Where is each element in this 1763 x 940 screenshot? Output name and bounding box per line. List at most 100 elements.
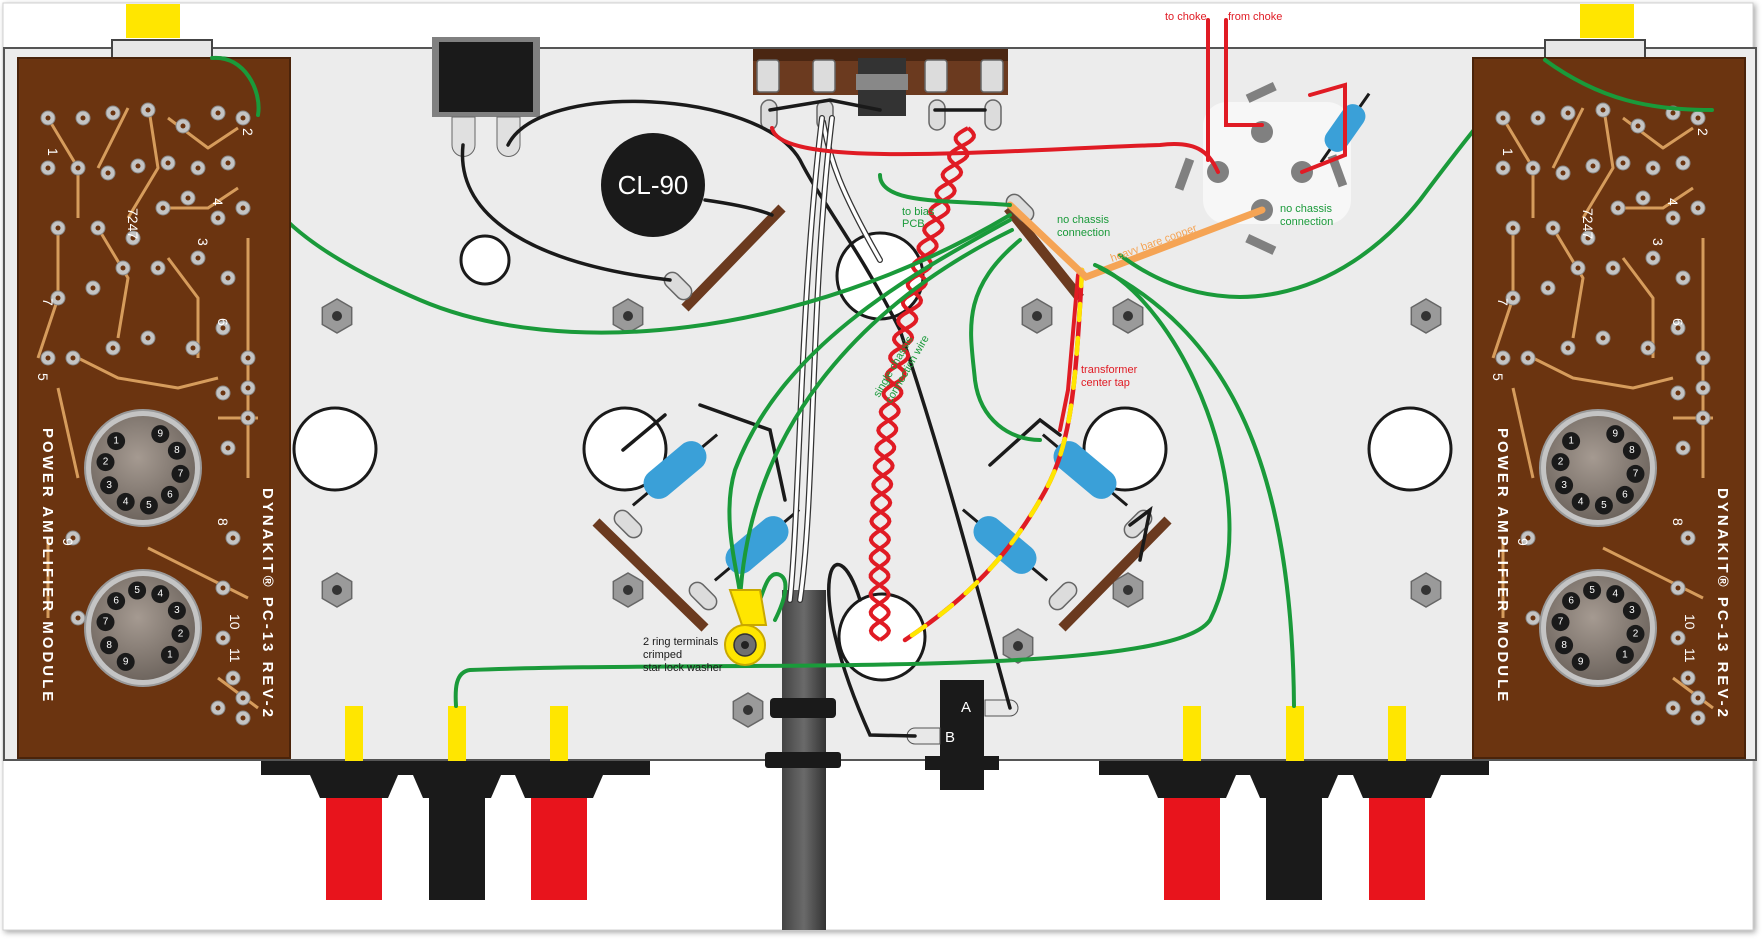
socket-pin (1551, 453, 1570, 472)
pcb-pad-hole (1675, 635, 1681, 641)
pcb-pad-hole (1680, 160, 1686, 166)
cl90-thermistor: CL-90 (601, 133, 705, 237)
red-wire (770, 126, 1220, 174)
yellow-lug (345, 706, 363, 761)
pcb-pad-hole (1535, 115, 1541, 121)
socket-pin-number: 4 (158, 589, 164, 600)
choke-terminal-tab (1327, 154, 1348, 188)
pcb-pad-hole (220, 585, 226, 591)
pcb-pad-hole (1585, 235, 1591, 241)
resistor-body (725, 516, 789, 574)
pcb-pad-hole (1600, 107, 1606, 113)
pcb-pad-hole (1700, 415, 1706, 421)
socket-pin (171, 624, 190, 643)
terminal-lug (928, 99, 946, 131)
pcb-pad-hole (90, 285, 96, 291)
socket-pin-number: 7 (1633, 468, 1639, 479)
pcb-pad-hole (1525, 355, 1531, 361)
binding-post-base (515, 775, 603, 798)
tube-number: 7247 (1580, 208, 1596, 239)
socket-pin (171, 464, 190, 483)
pcb-pad-hole (135, 163, 141, 169)
pcb-pin-label: 4 (210, 198, 226, 206)
mounting-strip (1058, 516, 1172, 632)
socket-pin (151, 425, 170, 444)
pcb-pad-hole (1545, 285, 1551, 291)
terminal-lug (984, 99, 1002, 131)
pcb-pad-hole (1600, 335, 1606, 341)
socket-pin (1551, 613, 1570, 632)
pcb-pad-hole (240, 715, 246, 721)
pcb-pad-hole (45, 165, 51, 171)
socket-pin-number: 2 (103, 457, 109, 468)
pcb-pad-hole (1610, 265, 1616, 271)
socket-pin (1571, 652, 1590, 671)
hex-nut-hole (332, 311, 342, 321)
socket-pin (1583, 581, 1602, 600)
pcb-pad-hole (230, 675, 236, 681)
yellow-lug (1388, 706, 1406, 761)
ring-terminal (728, 589, 768, 626)
binding-post-base (310, 775, 398, 798)
pcb-pin-label: 1 (1500, 148, 1516, 156)
binding-post-black (429, 798, 485, 900)
socket-pin-number: 7 (103, 617, 109, 628)
pcb-pad-hole (245, 385, 251, 391)
socket-pin-number: 5 (146, 500, 152, 511)
socket-pin (1606, 585, 1625, 604)
socket-pin-number: 4 (1578, 496, 1584, 507)
black-wires (460, 98, 1153, 738)
black-wire (988, 417, 1062, 467)
green-wire (969, 238, 1042, 442)
pcb-pin-label: 6 (215, 318, 231, 326)
black-wire (703, 198, 774, 217)
socket-pin-number: 3 (1629, 605, 1635, 616)
pcb-pad-hole (240, 695, 246, 701)
pcb-trace (147, 546, 249, 600)
rca-jack-barrel (126, 4, 180, 38)
pcb-pad-hole (1565, 345, 1571, 351)
socket-pin (167, 601, 186, 620)
pcb-pad-hole (245, 355, 251, 361)
socket-pin-number: 7 (1558, 617, 1564, 628)
binding-posts-left (261, 706, 650, 900)
binding-post-base (1250, 775, 1338, 798)
socket-pin-number: 1 (1568, 436, 1574, 447)
pcb-pad-hole (1530, 165, 1536, 171)
switch-terminal (496, 116, 521, 157)
mounting-strip (592, 518, 709, 632)
black-wire (1128, 505, 1153, 562)
socket-pin-number: 3 (1561, 480, 1567, 491)
pcb-pad-hole (245, 415, 251, 421)
pcb-pad-hole (1680, 275, 1686, 281)
socket-pin-number: 6 (167, 489, 173, 500)
pcb-pad-hole (1590, 163, 1596, 169)
choke-terminal-tab (1245, 82, 1277, 103)
hex-nut-hole (332, 585, 342, 595)
hex-nut-hole (1421, 311, 1431, 321)
pcb-pad-hole (1500, 165, 1506, 171)
socket-pin-number: 6 (113, 596, 119, 607)
label-from-choke: from choke (1228, 11, 1282, 23)
pcb-pad-hole (1500, 355, 1506, 361)
pcb-text-board: DYNAKIT® PC-13 REV-2 (1714, 488, 1731, 720)
fuse-holder-body (940, 680, 984, 790)
green-wire (727, 218, 1012, 597)
label-transformer-1: transformer (1081, 364, 1138, 376)
resistor (961, 508, 1049, 582)
resistor-body (973, 516, 1037, 574)
pcb-pin-label: 7 (1495, 298, 1511, 306)
strip-lug (1048, 581, 1078, 611)
yellow-lug (448, 706, 466, 761)
twisted-wire (868, 126, 970, 642)
pcb-pad-hole (1645, 345, 1651, 351)
binding-post-base (1353, 775, 1441, 798)
choke-terminal-tab (1245, 234, 1277, 255)
pcb-pad-hole (230, 535, 236, 541)
binding-post-base (1148, 775, 1236, 798)
yellow-lug (550, 706, 568, 761)
tube-hole (292, 406, 378, 492)
hex-nut-hole (1421, 585, 1431, 595)
